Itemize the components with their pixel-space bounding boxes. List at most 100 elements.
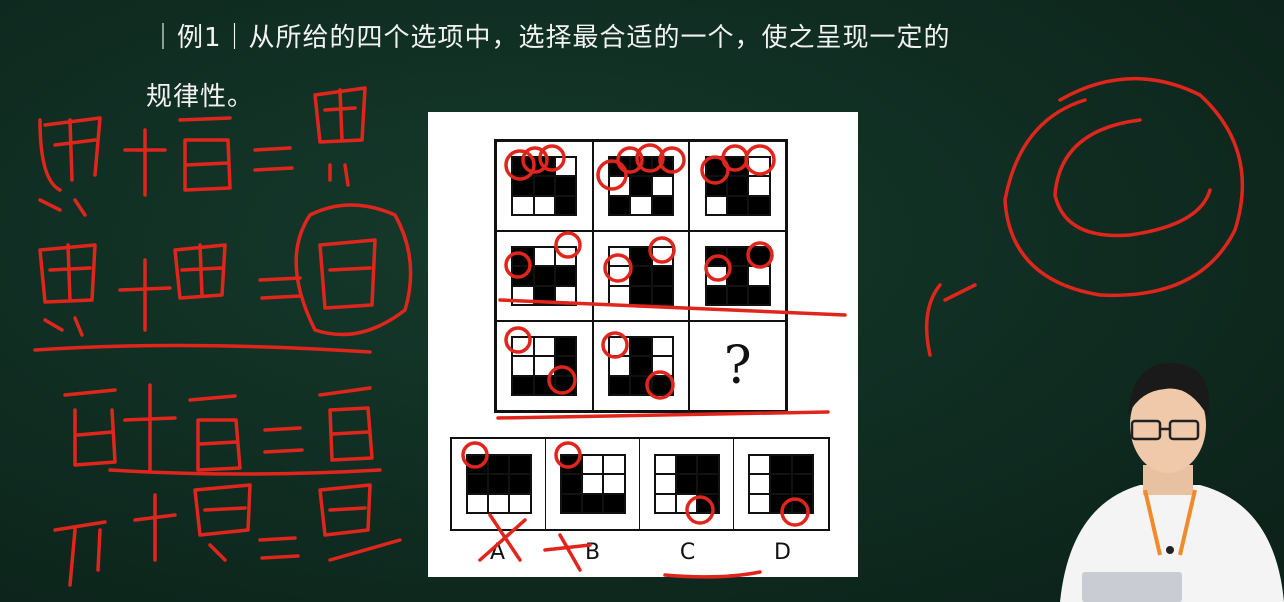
white-square (651, 356, 673, 376)
puzzle-figure (704, 156, 771, 216)
white-square (533, 356, 555, 376)
white-square (608, 337, 631, 357)
black-square (509, 455, 531, 475)
black-square (533, 176, 555, 196)
option-d[interactable] (734, 439, 828, 529)
puzzle-figure (511, 246, 578, 306)
white-square (749, 493, 771, 513)
black-square (581, 493, 604, 513)
black-square (554, 176, 577, 196)
white-square (705, 195, 727, 215)
answer-options (450, 437, 830, 531)
laptop (1082, 572, 1182, 602)
white-square (512, 195, 534, 215)
white-square (651, 176, 673, 196)
black-square (705, 247, 727, 267)
black-square (651, 375, 673, 395)
white-square (581, 474, 604, 494)
white-square (554, 285, 577, 305)
option-label: C (679, 540, 696, 565)
puzzle-figure (704, 246, 771, 306)
black-square (560, 455, 582, 475)
black-square (651, 285, 673, 305)
white-square (651, 337, 673, 357)
black-square (630, 157, 652, 177)
puzzle-cell (496, 321, 593, 411)
white-square (512, 285, 534, 305)
black-square (748, 195, 770, 215)
white-square (748, 157, 770, 177)
white-square (654, 455, 676, 475)
black-square (770, 493, 792, 513)
puzzle-cell (496, 231, 593, 321)
black-square (533, 157, 555, 177)
puzzle-cell (689, 231, 786, 321)
white-square (554, 157, 577, 177)
puzzle-cell (592, 321, 690, 411)
white-square (608, 247, 631, 267)
option-a[interactable] (452, 439, 546, 529)
puzzle-cell (592, 231, 690, 321)
white-square (608, 356, 631, 376)
white-square (603, 455, 625, 475)
black-square (726, 285, 749, 305)
black-square (726, 266, 749, 286)
black-square (697, 455, 719, 475)
black-square (608, 375, 631, 395)
white-square (581, 455, 604, 475)
black-square (630, 375, 652, 395)
black-square (554, 337, 577, 357)
option-label: A (489, 540, 506, 565)
black-square (770, 474, 792, 494)
question-mark: ? (723, 336, 752, 396)
white-square (654, 493, 676, 513)
black-square (705, 285, 727, 305)
option-figure (748, 454, 814, 514)
white-square (533, 247, 555, 267)
black-square (651, 157, 673, 177)
black-square (603, 493, 625, 513)
black-square (512, 375, 534, 395)
question-text-line1: ｜例1｜从所给的四个选项中，选择最合适的一个，使之呈现一定的 (150, 23, 951, 53)
black-square (651, 195, 673, 215)
black-square (512, 157, 534, 177)
white-square (512, 356, 534, 376)
black-square (791, 493, 813, 513)
puzzle-cell: ? (689, 321, 786, 411)
black-square (630, 176, 652, 196)
puzzle-figure (511, 336, 578, 396)
white-square (533, 337, 555, 357)
black-square (487, 474, 510, 494)
white-square (487, 493, 510, 513)
black-square (675, 474, 698, 494)
option-label: B (584, 540, 601, 565)
black-square (630, 285, 652, 305)
puzzle-cell (592, 141, 690, 231)
option-label: D (774, 540, 791, 565)
option-b[interactable] (546, 439, 640, 529)
puzzle-grid: ? (494, 139, 788, 413)
presenter-figure (1060, 362, 1284, 602)
black-square (705, 176, 727, 196)
black-square (608, 157, 631, 177)
black-square (697, 493, 719, 513)
black-square (705, 157, 727, 177)
white-square (554, 247, 577, 267)
black-square (512, 247, 534, 267)
black-square (560, 474, 582, 494)
white-square (749, 455, 771, 475)
question-text-line2: 规律性。 (146, 82, 255, 112)
black-square (748, 285, 770, 305)
white-square (748, 176, 770, 196)
white-square (749, 474, 771, 494)
black-square (466, 474, 488, 494)
black-square (675, 455, 698, 475)
black-square (630, 247, 652, 267)
white-square (654, 474, 676, 494)
white-square (608, 285, 631, 305)
black-square (748, 247, 770, 267)
option-c[interactable] (640, 439, 734, 529)
puzzle-figure (511, 156, 578, 216)
puzzle-sheet: ? A B C D (428, 112, 858, 577)
white-square (466, 493, 488, 513)
